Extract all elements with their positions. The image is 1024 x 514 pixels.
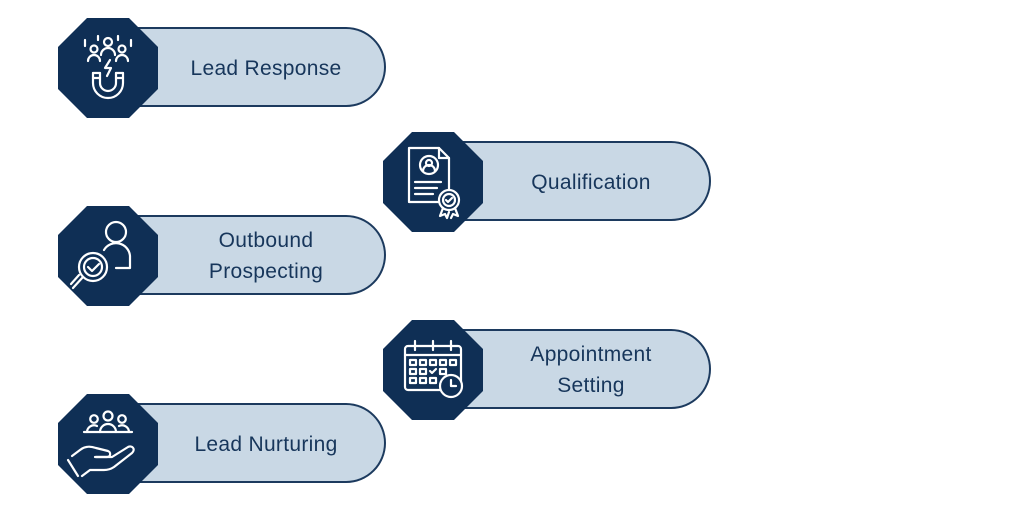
hand-people-icon — [58, 394, 158, 494]
calendar-clock-icon — [383, 320, 483, 420]
step-lead-nurturing: Lead Nurturing — [58, 394, 388, 494]
step-label: Appointment Setting — [530, 343, 652, 397]
step-label: Lead Nurturing — [194, 432, 338, 456]
step-label: Lead Response — [190, 56, 342, 80]
step-qualification: Qualification — [383, 132, 713, 232]
step-badge — [58, 394, 158, 494]
step-appointment-setting: Appointment Setting — [383, 320, 713, 420]
step-label: Outbound Prospecting — [208, 229, 324, 283]
magnet-people-icon — [58, 18, 158, 118]
certificate-document-icon — [383, 132, 483, 232]
person-search-check-icon — [58, 206, 158, 306]
step-badge — [383, 132, 483, 232]
step-outbound-prospecting: Outbound Prospecting — [58, 206, 388, 306]
step-badge — [58, 18, 158, 118]
step-badge — [58, 206, 158, 306]
step-label: Qualification — [531, 170, 651, 194]
step-lead-response: Lead Response — [58, 18, 388, 118]
step-badge — [383, 320, 483, 420]
